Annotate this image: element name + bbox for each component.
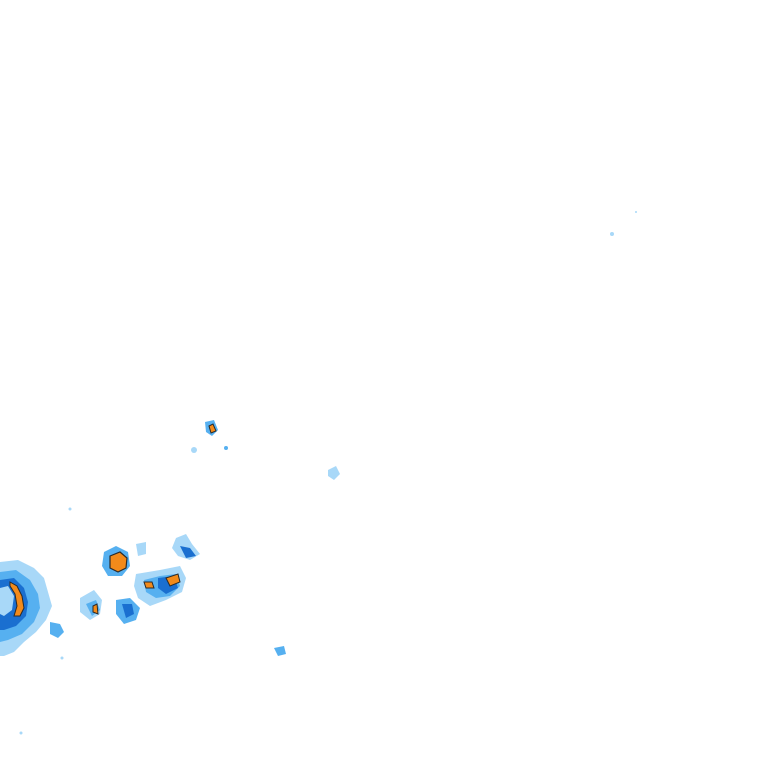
echo-cell-orange-core — [102, 546, 130, 576]
echo-cell-tiny-east — [19, 211, 637, 735]
echo-cell-cluster-center — [80, 534, 200, 624]
echo-cell-large-southwest — [0, 560, 64, 656]
echo-cell-small-north — [191, 420, 228, 453]
